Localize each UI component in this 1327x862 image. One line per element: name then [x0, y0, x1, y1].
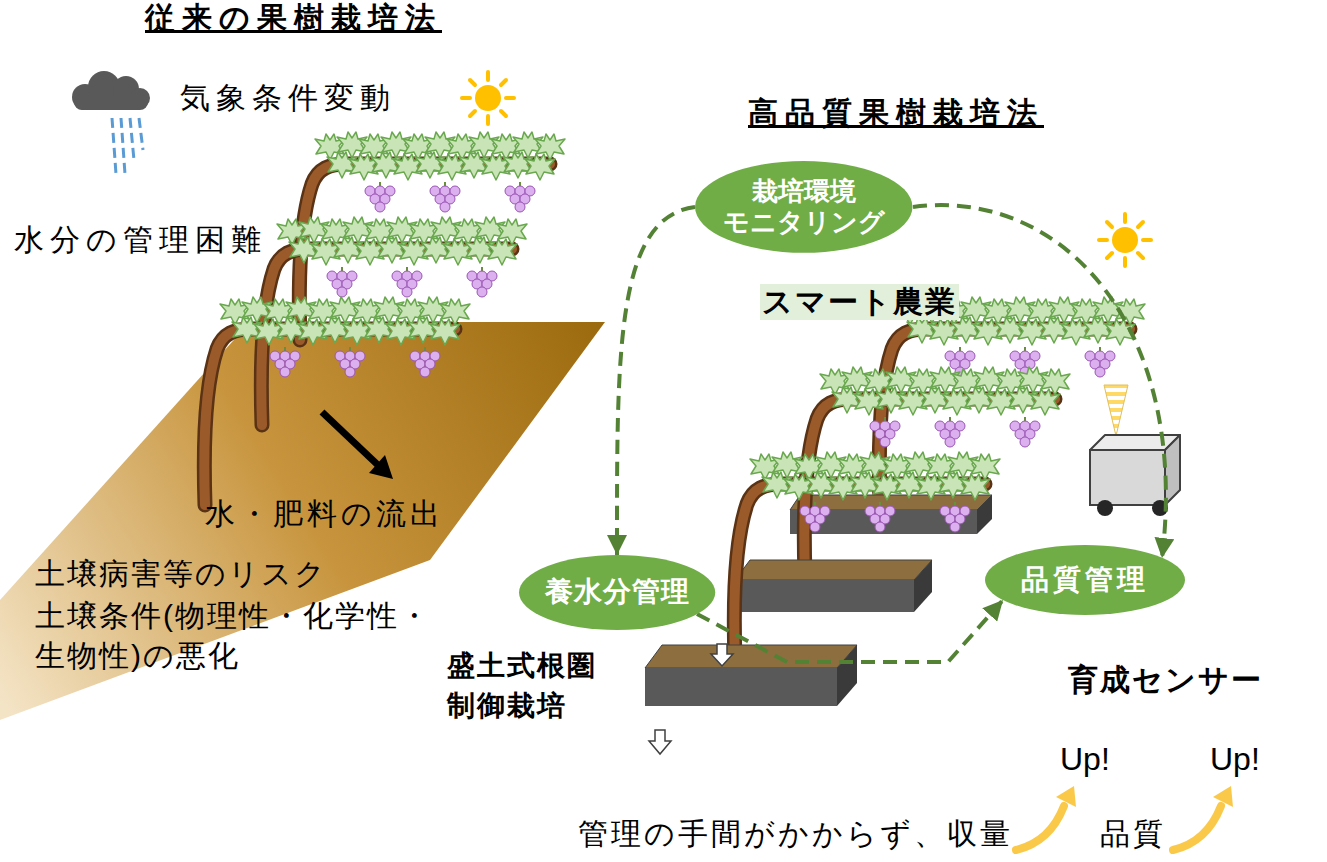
- conventional-method-circle: 従来の果樹栽培法気象条件変動水分の管理困難: [0, 0, 670, 630]
- raised-bed-box: [735, 560, 932, 612]
- increase-arrow: [1016, 786, 1076, 850]
- drainage-arrow: [649, 644, 733, 754]
- issue-label: 水分の管理困難: [14, 222, 267, 258]
- process-oval: 栽培環境 モニタリング: [695, 161, 913, 253]
- sun-icon: [1099, 214, 1151, 266]
- circle-shape: [447, 82, 1323, 862]
- result-label: 管理の手間がかからず、収量: [578, 816, 1013, 852]
- sun-icon: [462, 72, 514, 124]
- section-title: 高品質果樹栽培法: [748, 95, 1044, 131]
- sensor-robot: [1090, 385, 1180, 516]
- feature-label: 盛土式根圏 制御栽培: [447, 646, 607, 726]
- process-oval: 品質管理: [985, 545, 1185, 615]
- oval-shape: [985, 545, 1185, 615]
- process-label: 養水分管理: [545, 575, 690, 609]
- process-oval: 養水分管理: [519, 555, 715, 630]
- high-quality-method-circle: 高品質果樹栽培法栽培環境 モニタリング養水分管理 品質管理: [445, 80, 1325, 862]
- dashed-arrow: [617, 207, 695, 555]
- section-title: 従来の果樹栽培法: [145, 0, 442, 36]
- runoff-arrow: [322, 412, 393, 479]
- oval-shape: [695, 161, 913, 253]
- grape-vine: [734, 452, 1000, 660]
- feature-label: スマート農業: [760, 284, 959, 320]
- oval-shape: [519, 555, 715, 630]
- increase-arrow: [1173, 786, 1233, 850]
- raised-bed-box: [645, 645, 857, 706]
- dashed-arrow: [913, 205, 1166, 558]
- feature-label: 育成センサー: [1068, 662, 1263, 698]
- issue-label: 土壌病害等のリスク: [35, 556, 327, 592]
- increase-label: Up!: [1060, 740, 1110, 778]
- circle-shape: [0, 0, 668, 628]
- issue-label: 気象条件変動: [180, 80, 396, 116]
- issue-label: 水・肥料の流出: [205, 496, 444, 532]
- rain-cloud: [72, 71, 150, 174]
- process-label: 栽培環境 モニタリング: [695, 176, 913, 238]
- grape-vine: [204, 297, 470, 505]
- issue-label: 土壌条件(物理性・化学性・生物性)の悪化: [35, 596, 460, 676]
- process-label: 品質管理: [1021, 563, 1149, 597]
- dashed-arrow: [697, 600, 1003, 662]
- result-label: 品質: [1100, 816, 1166, 852]
- increase-label: Up!: [1210, 740, 1260, 778]
